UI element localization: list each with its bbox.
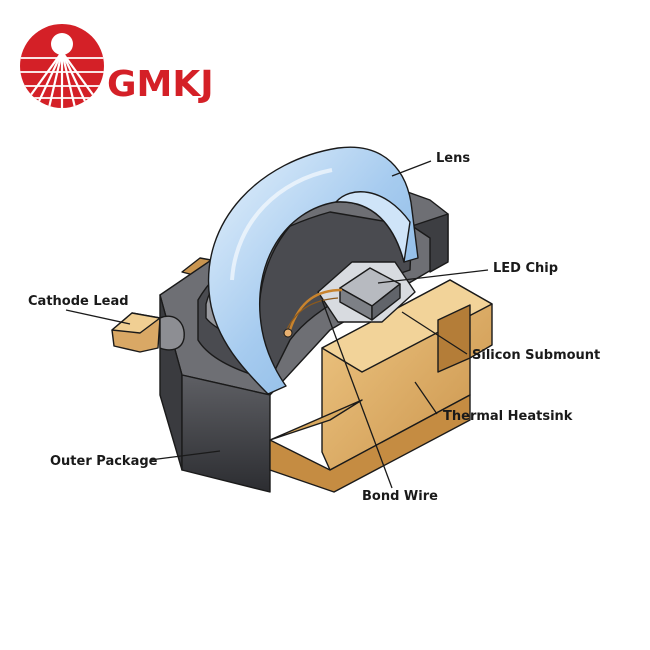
label-led-chip: LED Chip [493, 261, 558, 276]
led-chip-die [339, 267, 401, 321]
label-bond-wire: Bond Wire [362, 489, 438, 504]
callout-lens: Lens [391, 151, 470, 177]
callout-outer-package: Outer Package [50, 450, 221, 469]
label-cathode-lead: Cathode Lead [28, 294, 129, 309]
sunburst-logo-icon [20, 24, 104, 108]
callout-cathode-lead: Cathode Lead [28, 294, 131, 325]
brand-name: GMKJ [107, 64, 214, 105]
label-silicon-submount: Silicon Submount [472, 348, 600, 363]
lens-dome [207, 146, 419, 395]
led-package-illustration [111, 146, 493, 493]
bond-wire-strands [283, 288, 343, 338]
label-thermal-heatsink: Thermal Heatsink [443, 409, 573, 424]
label-lens: Lens [436, 151, 470, 166]
label-outer-package: Outer Package [50, 454, 158, 469]
brand-logo: GMKJ [20, 24, 214, 108]
callout-bond-wire: Bond Wire [321, 299, 438, 504]
thermal-heatsink-block [269, 279, 493, 493]
callout-silicon-submount: Silicon Submount [401, 311, 600, 363]
callout-thermal-heatsink: Thermal Heatsink [414, 381, 573, 424]
cathode-lead-tab [111, 312, 161, 353]
callout-led-chip: LED Chip [377, 261, 558, 284]
